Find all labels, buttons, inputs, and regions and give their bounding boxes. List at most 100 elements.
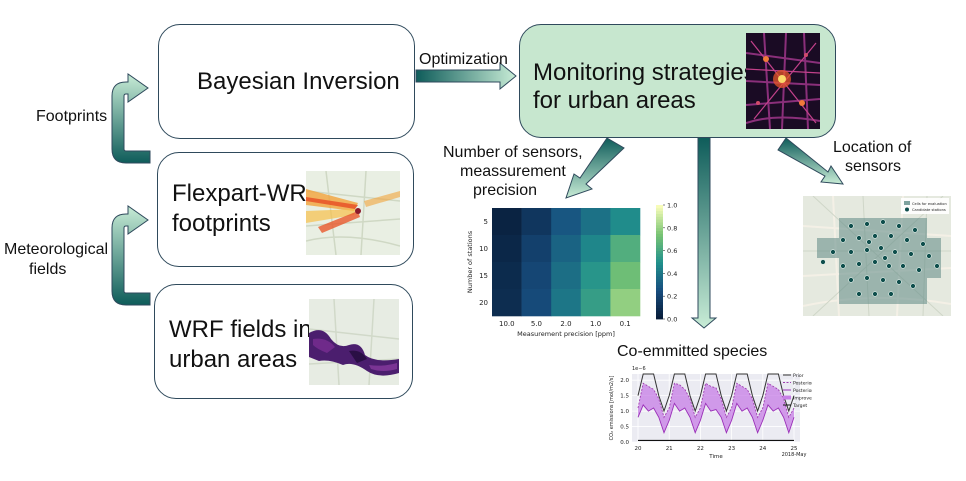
- candidate-station: [864, 247, 870, 253]
- heatmap-cell: [580, 208, 611, 236]
- candidate-station: [934, 263, 940, 269]
- candidate-station: [910, 283, 916, 289]
- num-sensors-label-line1: Number of sensors,: [443, 144, 583, 161]
- optimization-arrow: [415, 61, 517, 91]
- heatmap-cell: [492, 235, 522, 263]
- candidate-station: [872, 259, 878, 265]
- candidate-station: [864, 275, 870, 281]
- colorbar-segment: [656, 205, 663, 209]
- improvement-band: [638, 383, 794, 433]
- colorbar-segment: [656, 210, 663, 214]
- heatmap-xtick: 0.1: [620, 320, 631, 328]
- footprints-label: Footprints: [36, 108, 108, 125]
- legend-label: Target: [792, 403, 807, 409]
- heatmap-cell: [492, 262, 522, 290]
- colorbar-segment: [656, 259, 663, 263]
- colorbar-tick-label: 0.4: [667, 270, 677, 278]
- ts-ylabel: CO₂ emissions [mol/m2/s]: [609, 376, 615, 441]
- colorbar-segment: [656, 230, 663, 234]
- colorbar-tick-label: 1.0: [667, 202, 677, 210]
- candidate-station: [886, 263, 892, 269]
- colorbar-segment: [656, 213, 663, 217]
- flexpart-title-line1: Flexpart-WRF: [172, 180, 322, 207]
- colorbar-segment: [656, 290, 663, 294]
- ts-xtick: 22: [697, 446, 704, 452]
- map-arrow: [777, 137, 844, 185]
- candidate-station: [916, 267, 922, 273]
- wrf-map-image: [309, 299, 399, 385]
- colorbar-segment: [656, 293, 663, 297]
- colorbar-tick-label: 0.8: [667, 224, 677, 232]
- candidate-station: [848, 223, 854, 229]
- colorbar-segment: [656, 253, 663, 257]
- colorbar-segment: [656, 264, 663, 269]
- colorbar-tick-label: 0.6: [667, 247, 677, 255]
- heatmap-ytick: 5: [484, 218, 488, 226]
- colorbar-segment: [656, 262, 663, 266]
- meteo-label-line1: Meteorological: [4, 241, 109, 258]
- legend-cells-swatch: [904, 201, 910, 205]
- colorbar-segment: [656, 227, 663, 232]
- heatmap-ytick: 20: [479, 299, 488, 307]
- colorbar-segment: [656, 301, 663, 306]
- colorbar-segment: [656, 244, 663, 249]
- ts-xtick-date: 2018-May: [782, 452, 807, 458]
- colorbar-segment: [656, 207, 663, 212]
- ts-xtick: 23: [728, 446, 735, 452]
- candidate-station: [830, 249, 836, 255]
- coemitted-arrow: [690, 136, 718, 329]
- ts-xlabel: Time: [708, 454, 723, 460]
- heatmap-cell: [580, 235, 611, 263]
- footprints-arrow: [111, 73, 151, 164]
- heatmap-cell: [492, 289, 522, 317]
- colorbar-segment: [656, 236, 663, 240]
- legend-label: Posterior with CO: [793, 388, 812, 394]
- flexpart-box: Flexpart-WRF footprints: [157, 152, 414, 267]
- heatmap-cell: [610, 235, 641, 263]
- evaluation-cells: [817, 218, 941, 304]
- candidate-station: [848, 277, 854, 283]
- legend-swatch: [783, 395, 791, 400]
- colorbar-tick-label: 0.2: [667, 293, 677, 301]
- candidate-station: [864, 221, 870, 227]
- candidate-stations: [820, 219, 940, 297]
- colorbar-segment: [656, 281, 663, 286]
- ts-xtick: 20: [635, 446, 642, 452]
- heatmap-arrow: [565, 137, 625, 199]
- colorbar-segment: [656, 299, 663, 303]
- colorbar-segment: [656, 273, 663, 277]
- monitoring-strategies-box: Monitoring strategies for urban areas: [519, 24, 836, 138]
- heatmap-cell: [521, 262, 552, 290]
- meteo-label-line2: fields: [29, 261, 67, 278]
- heatmap-cell: [610, 289, 641, 317]
- wrf-title-line1: WRF fields in: [169, 316, 312, 343]
- heatmap-ytick: 10: [479, 245, 488, 253]
- colorbar-segment: [656, 276, 663, 280]
- ts-series-line: [637, 373, 795, 413]
- candidate-station: [880, 219, 886, 225]
- colorbar-segment: [656, 222, 663, 226]
- meteo-arrow: [111, 205, 151, 306]
- legend-station-swatch: [905, 207, 909, 212]
- heatmap-cell: [551, 208, 582, 236]
- footprint-map-image: [306, 171, 400, 255]
- optimization-label: Optimization: [419, 51, 508, 68]
- bayesian-inversion-title: Bayesian Inversion: [197, 68, 400, 95]
- ts-multiplier: 1e−6: [632, 366, 646, 372]
- flexpart-title-line2: footprints: [172, 210, 271, 237]
- colorbar-segment: [656, 224, 663, 229]
- candidate-station: [872, 291, 878, 297]
- heatmap-cell: [551, 289, 582, 317]
- heatmap-cell: [580, 289, 611, 317]
- monitoring-title-line2: for urban areas: [533, 87, 696, 114]
- heatmap-cell: [551, 235, 582, 263]
- num-sensors-label-line2: meassurement: [460, 163, 566, 180]
- ts-series-line: [637, 382, 795, 419]
- heatmap-ylabel: Number of stations: [466, 230, 474, 293]
- location-label-line1: Location of: [833, 139, 912, 156]
- colorbar-segment: [656, 219, 663, 223]
- wrf-title-line2: urban areas: [169, 346, 298, 373]
- map-legend-box: [901, 198, 949, 214]
- candidate-station: [888, 233, 894, 239]
